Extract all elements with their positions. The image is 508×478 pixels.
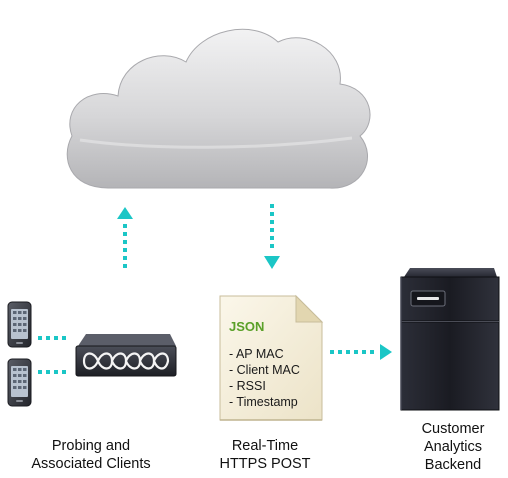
arrow-dot (270, 220, 274, 224)
document-field: - AP MAC (229, 347, 284, 361)
post-arrow (330, 344, 392, 360)
download-arrow (264, 204, 280, 269)
clients-label-line: Associated Clients (31, 456, 151, 472)
arrow-dot (270, 204, 274, 208)
backend-label-line: Backend (424, 457, 482, 473)
clients-label: Probing and Associated Clients (10, 437, 172, 473)
client-link-dots (38, 336, 66, 374)
post-label-line: HTTPS POST (219, 456, 311, 472)
arrow-dot (46, 370, 50, 374)
arrow-dot (54, 336, 58, 340)
upload-arrow (117, 207, 133, 268)
arrow-dot (123, 240, 127, 244)
arrow-dot (62, 370, 66, 374)
backend-label-line: Analytics (423, 439, 483, 455)
arrow-dot (330, 350, 334, 354)
arrow-dot (38, 370, 42, 374)
arrow-dot (338, 350, 342, 354)
arrow-dot (346, 350, 350, 354)
arrow-dot (54, 370, 58, 374)
document-title: JSON (229, 319, 264, 334)
arrow-dot (270, 244, 274, 248)
arrow-dot (362, 350, 366, 354)
arrow-dot (270, 236, 274, 240)
document-field: - Timestamp (229, 395, 298, 409)
arrow-dot (370, 350, 374, 354)
arrow-dot (270, 212, 274, 216)
clients-label-line: Probing and (51, 438, 131, 454)
arrow-dot (123, 264, 127, 268)
cloud-icon (66, 28, 371, 189)
arrow-dot (354, 350, 358, 354)
json-document: JSON - AP MAC - Client MAC - RSSI - Time… (219, 294, 324, 421)
document-field: - RSSI (229, 379, 266, 393)
arrow-dot (123, 248, 127, 252)
arrow-head (264, 256, 280, 269)
arrow-dot (123, 224, 127, 228)
document-field: - Client MAC (229, 363, 300, 377)
arrow-dot (270, 228, 274, 232)
post-label: Real-Time HTTPS POST (200, 437, 330, 473)
arrow-dot (62, 336, 66, 340)
backend-label-line: Customer (421, 421, 485, 437)
arrow-head (380, 344, 392, 360)
server-icon (400, 268, 500, 411)
arrow-head (117, 207, 133, 219)
arrow-dot (123, 256, 127, 260)
phone-icon (7, 301, 32, 348)
arrow-dot (38, 336, 42, 340)
backend-label: Customer Analytics Backend (403, 420, 503, 474)
access-point-icon (75, 334, 177, 377)
arrow-dot (123, 232, 127, 236)
phone-icon (7, 358, 32, 407)
arrow-dot (46, 336, 50, 340)
post-label-line: Real-Time (231, 438, 299, 454)
